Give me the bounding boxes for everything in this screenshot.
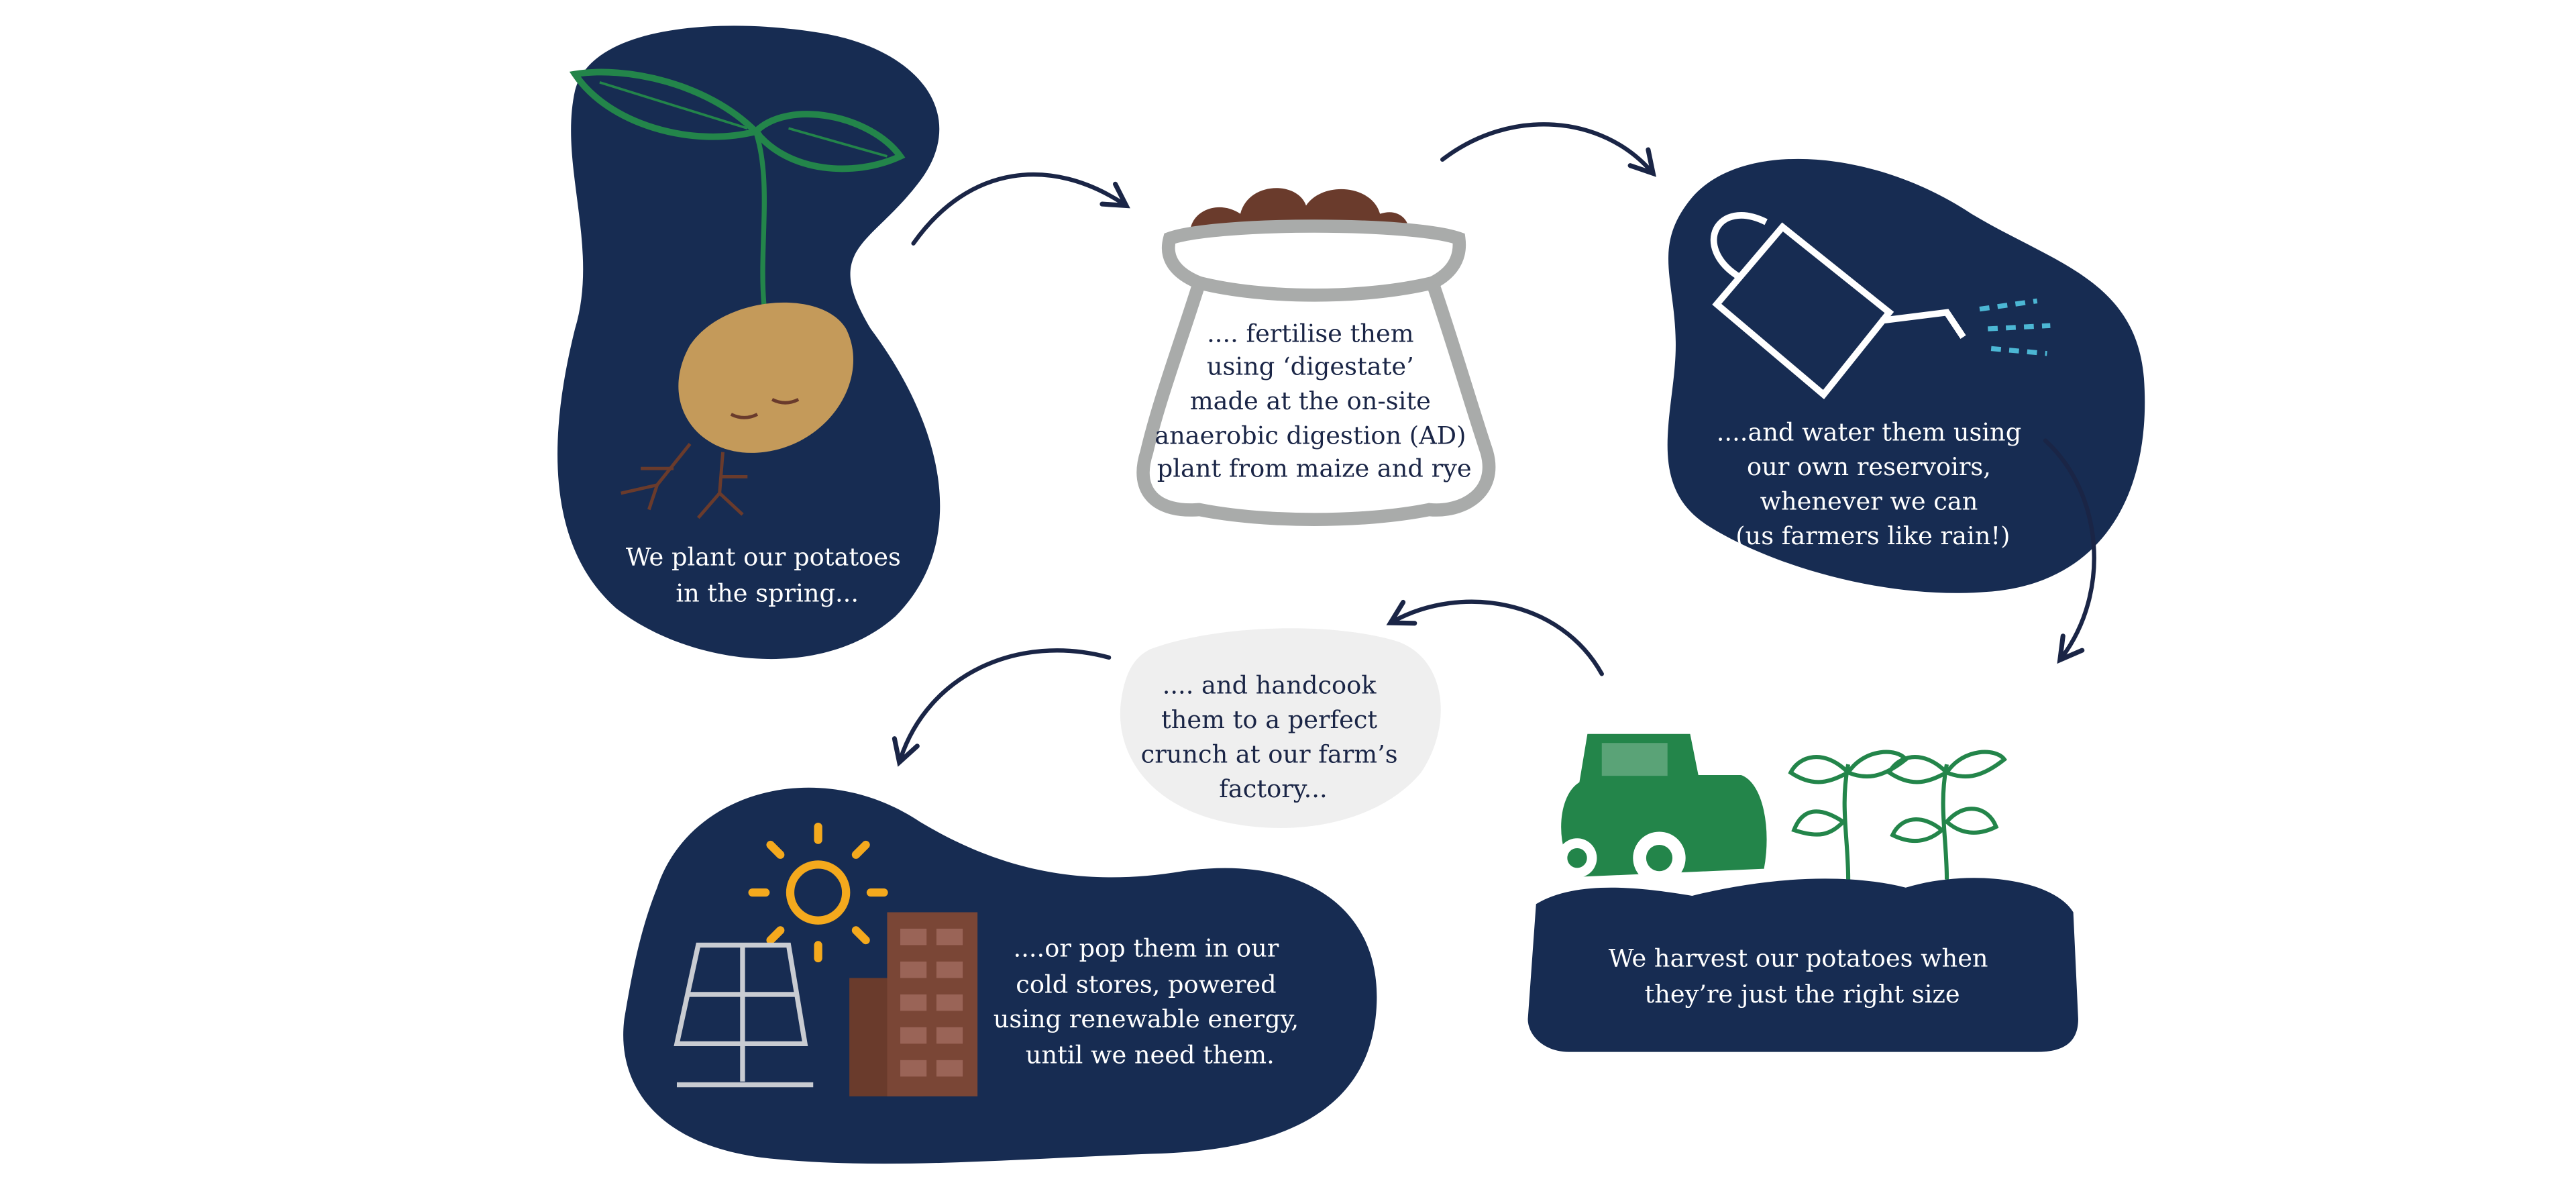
- solar-panel-icon: [674, 942, 814, 1088]
- step-handcook-text: .... and handcook them to a perfect crun…: [1141, 671, 1406, 803]
- step-water: ....and water them using our own reservo…: [1667, 158, 2145, 593]
- grey-bubble: [1120, 628, 1441, 828]
- step-harvest-text: We harvest our potatoes when they’re jus…: [1609, 943, 1996, 1009]
- navy-blob: [623, 787, 1377, 1164]
- arrow-handcook-to-cold-store: [892, 648, 1112, 767]
- roots-icon: [621, 442, 748, 519]
- cold-store-building-icon: [849, 912, 978, 1096]
- step-fertilise: .... fertilise them using ‘digestate’ ma…: [1136, 188, 1496, 526]
- watering-can-icon: [1710, 212, 1966, 400]
- arrow-fertilise-to-water: [1440, 122, 1656, 177]
- step-cold-store-text: ....or pop them in our cold stores, powe…: [994, 934, 1307, 1070]
- seedling-icon: [569, 68, 906, 305]
- navy-blob: [1667, 158, 2145, 593]
- water-drops-icon: [1979, 298, 2051, 356]
- step-cold-store: ....or pop them in our cold stores, powe…: [623, 787, 1377, 1164]
- fertiliser-sack-icon: [1136, 219, 1496, 526]
- step-fertilise-text: .... fertilise them using ‘digestate’ ma…: [1155, 319, 1474, 483]
- plants-icon: [1788, 750, 2007, 880]
- step-plant: We plant our potatoes in the spring...: [557, 25, 941, 660]
- arrow-plant-to-fertilise: [911, 172, 1130, 246]
- arrow-water-to-harvest: [2043, 438, 2096, 664]
- potato-icon: [678, 302, 853, 453]
- soil-mound: [1527, 878, 2078, 1052]
- arrow-harvest-to-handcook: [1386, 599, 1604, 676]
- sun-icon: [748, 822, 888, 963]
- step-handcook: .... and handcook them to a perfect crun…: [1120, 628, 1441, 828]
- step-plant-text: We plant our potatoes in the spring...: [626, 543, 909, 608]
- step-harvest: We harvest our potatoes when they’re jus…: [1527, 729, 2078, 1052]
- step-water-text: ....and water them using our own reservo…: [1717, 418, 2029, 550]
- tractor-icon: [1556, 729, 1772, 884]
